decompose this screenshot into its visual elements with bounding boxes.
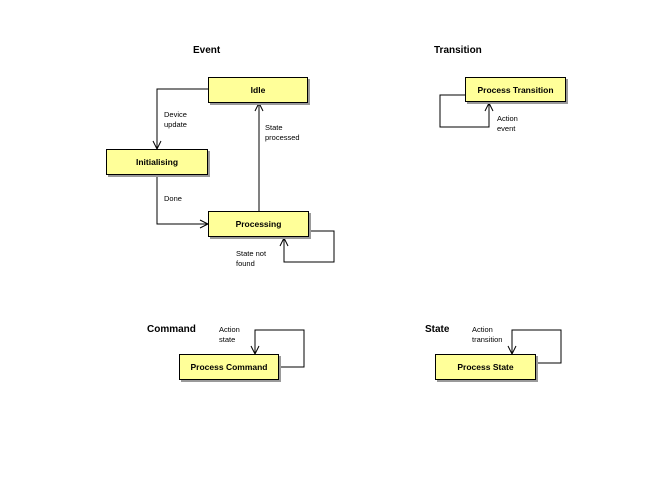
edge-action-transition [511, 329, 562, 364]
heading-transition: Transition [434, 45, 482, 56]
label-state-not-found: State not found [236, 249, 267, 268]
state-processing: Processing [208, 211, 309, 237]
edge-state-not-found [283, 230, 335, 263]
label-done: Done [164, 194, 182, 203]
heading-state: State [425, 324, 450, 335]
arrowhead-state-processed [254, 101, 264, 112]
state-process-state: Process State [435, 354, 536, 380]
label-device-update: Device update [164, 110, 187, 129]
edge-action-event [439, 94, 490, 128]
edge-action-state [254, 329, 305, 368]
heading-event: Event [193, 45, 221, 56]
edge-done [156, 175, 208, 225]
label-action-event: Action event [497, 114, 518, 133]
edge-device-update [156, 88, 209, 149]
state-initialising: Initialising [106, 149, 208, 175]
heading-command: Command [147, 324, 196, 335]
label-state-processed: State processed [265, 123, 300, 142]
arrowhead-action-event [484, 101, 494, 112]
arrowhead-state-not-found [279, 236, 289, 247]
state-idle: Idle [208, 77, 308, 103]
label-action-transition: Action transition [472, 325, 503, 344]
state-process-transition: Process Transition [465, 77, 566, 102]
state-process-command: Process Command [179, 354, 279, 380]
label-action-state: Action state [219, 325, 240, 344]
